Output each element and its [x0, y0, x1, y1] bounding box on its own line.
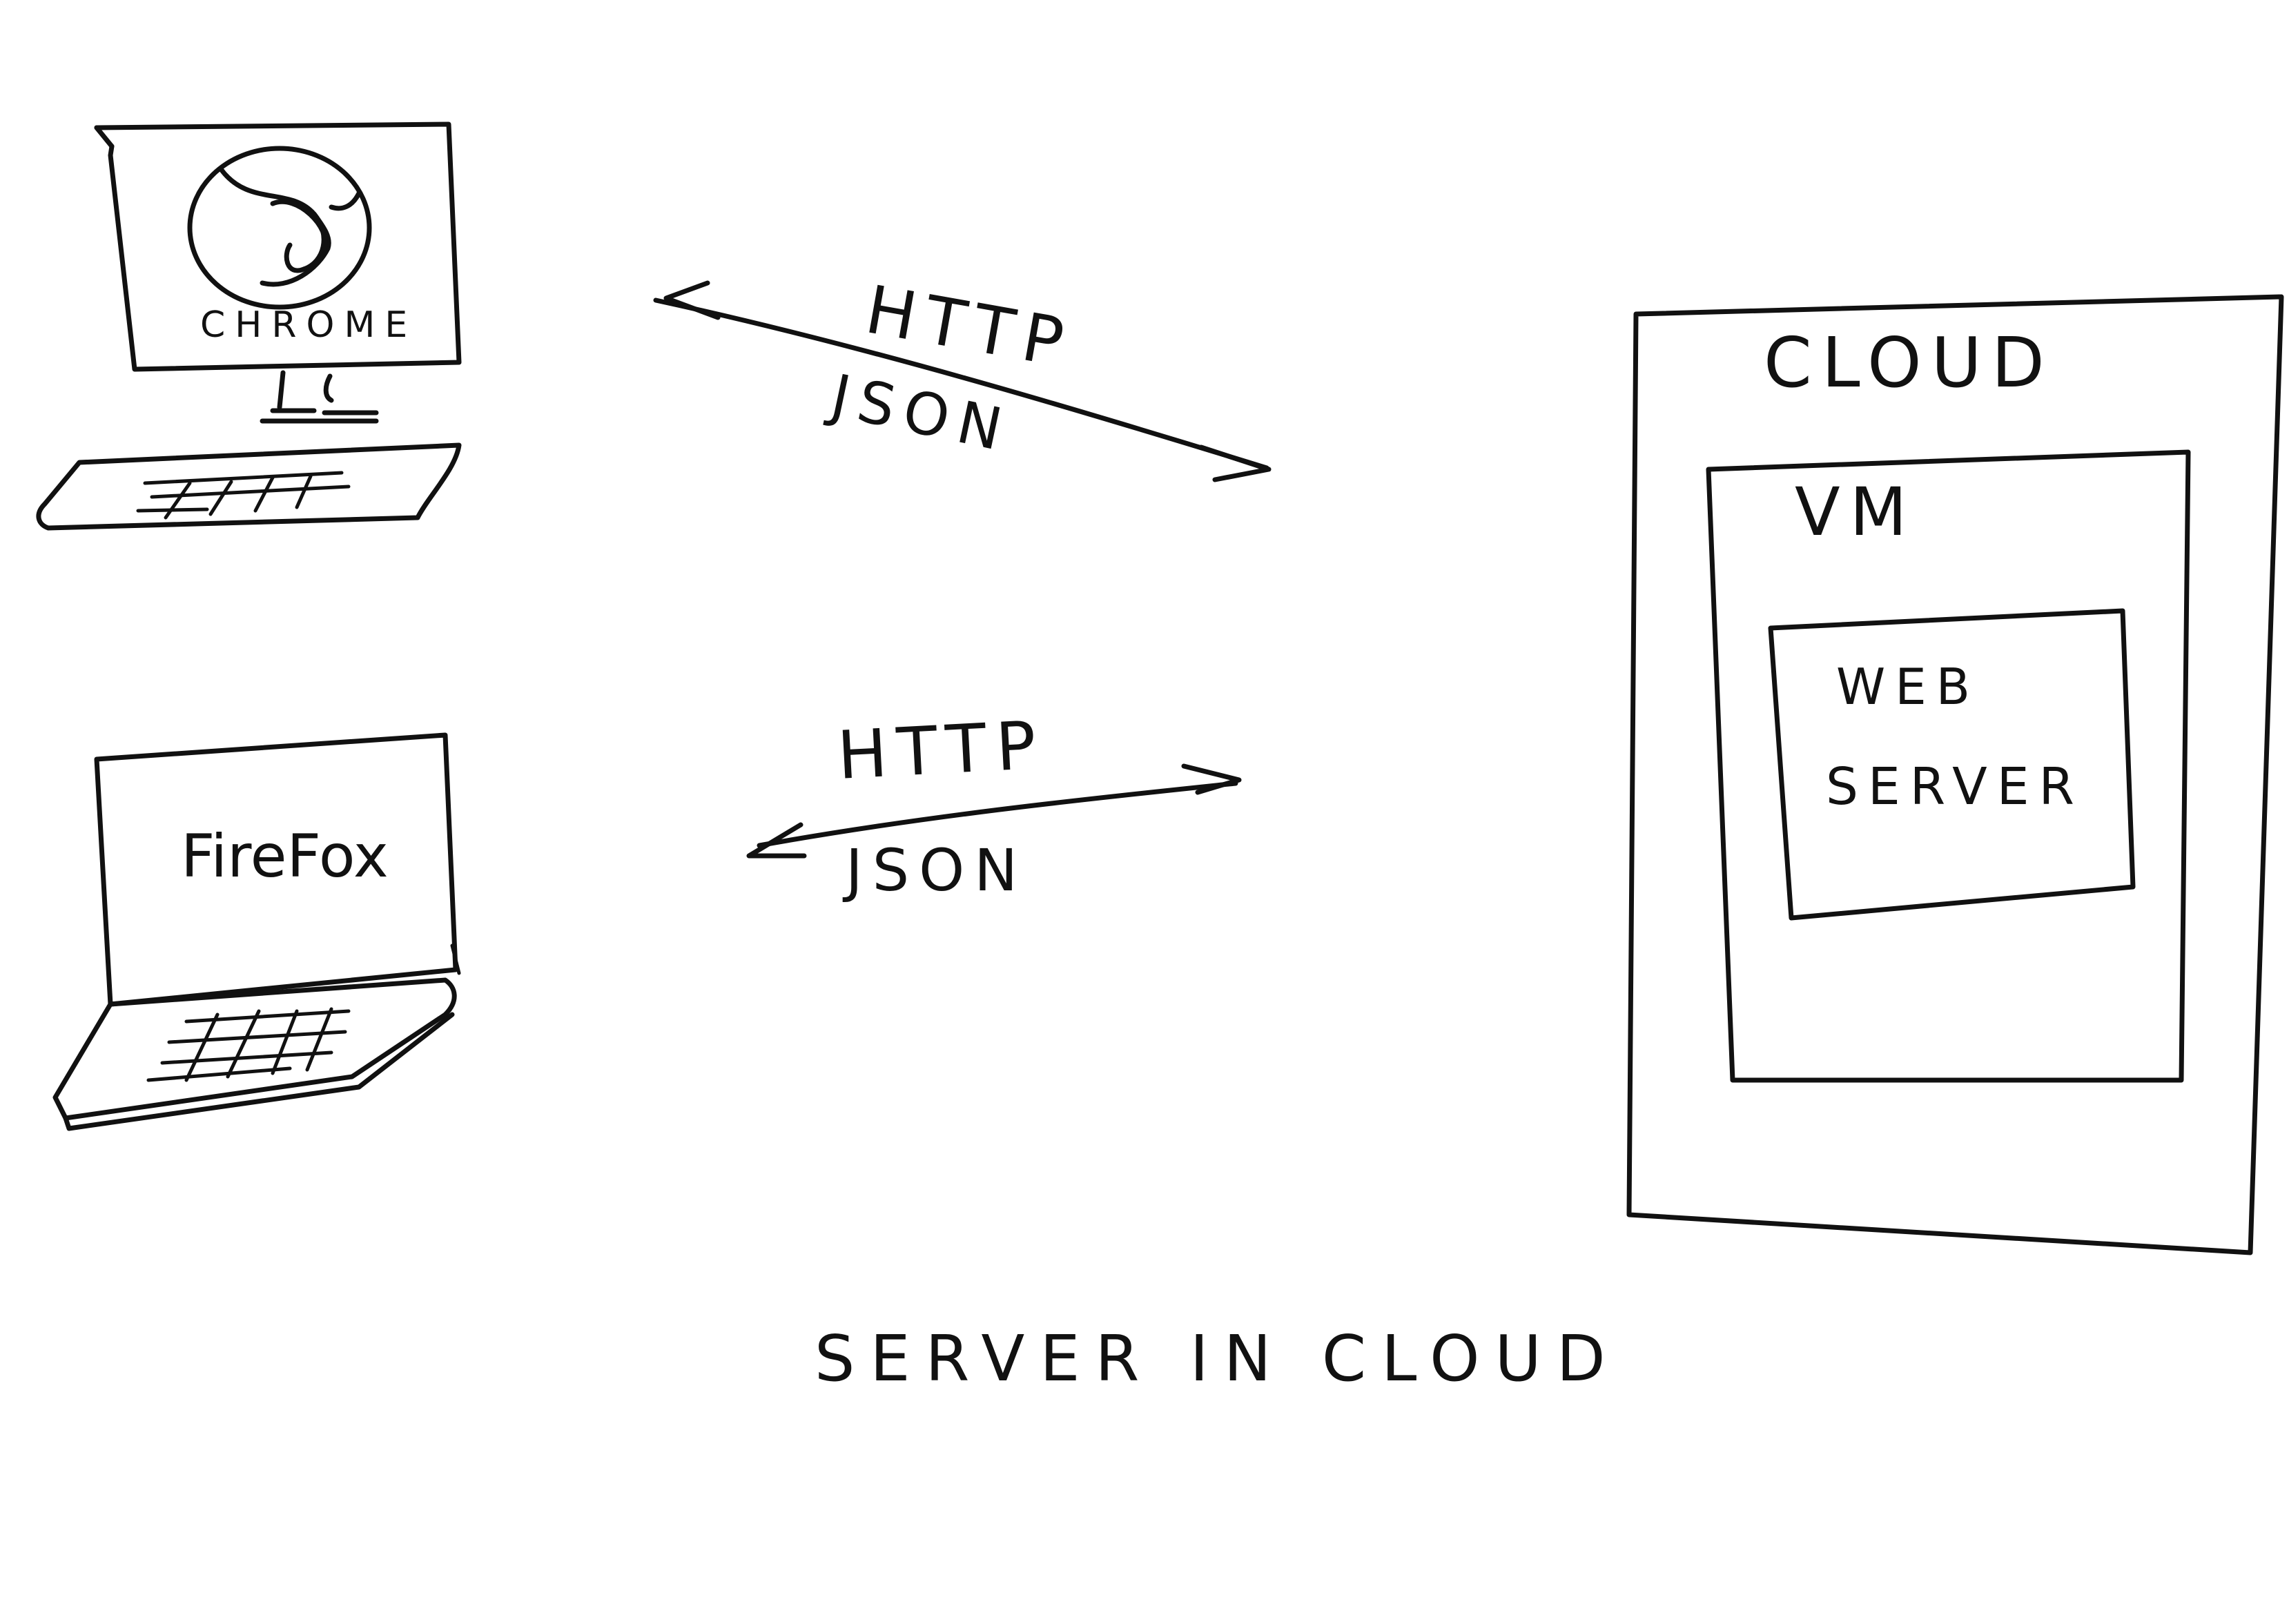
laptop-screen	[94, 732, 458, 1007]
bottom-arrowhead-right-icon	[1181, 763, 1242, 795]
chrome-logo-icon	[187, 146, 372, 310]
vm-container: VM WEB SERVER	[1706, 449, 2191, 1083]
laptop-keyboard-keys	[146, 1007, 351, 1082]
web-server-container: WEB SERVER	[1768, 608, 2136, 921]
bottom-connection-protocol: HTTP	[835, 706, 1047, 794]
cloud-container: CLOUD VM WEB SERVER	[1626, 294, 2284, 1255]
bottom-connection: HTTP JSON	[746, 706, 1242, 904]
top-connection: HTTP JSON	[653, 271, 1272, 482]
top-connection-protocol: HTTP	[860, 271, 1079, 383]
web-server-box	[1768, 608, 2136, 921]
cloud-label: CLOUD	[1764, 322, 2054, 403]
bottom-connection-format: JSON	[842, 837, 1027, 904]
top-arrowhead-left-icon	[663, 280, 721, 320]
top-connection-arrow	[653, 297, 1269, 471]
keyboard-keys	[136, 471, 351, 520]
bottom-arrowhead-left-icon	[746, 822, 807, 859]
bottom-connection-arrow	[757, 781, 1238, 848]
web-server-label-line1: WEB	[1836, 658, 1980, 716]
cloud-box	[1626, 294, 2284, 1255]
desktop-browser-label: CHROME	[200, 304, 417, 346]
laptop-base	[52, 977, 457, 1121]
desktop-keyboard	[36, 442, 462, 531]
laptop-computer: FireFox	[52, 732, 461, 1131]
vm-label: VM	[1795, 473, 1917, 551]
top-arrowhead-right-icon	[1198, 444, 1272, 482]
desktop-computer: CHROME	[36, 121, 462, 531]
diagram-title: SERVER IN CLOUD	[815, 1322, 1621, 1396]
top-connection-format: JSON	[822, 361, 1017, 466]
monitor-stand	[260, 370, 379, 424]
laptop-browser-label: FireFox	[181, 822, 389, 891]
vm-box	[1706, 449, 2191, 1083]
web-server-label-line2: SERVER	[1826, 757, 2084, 816]
